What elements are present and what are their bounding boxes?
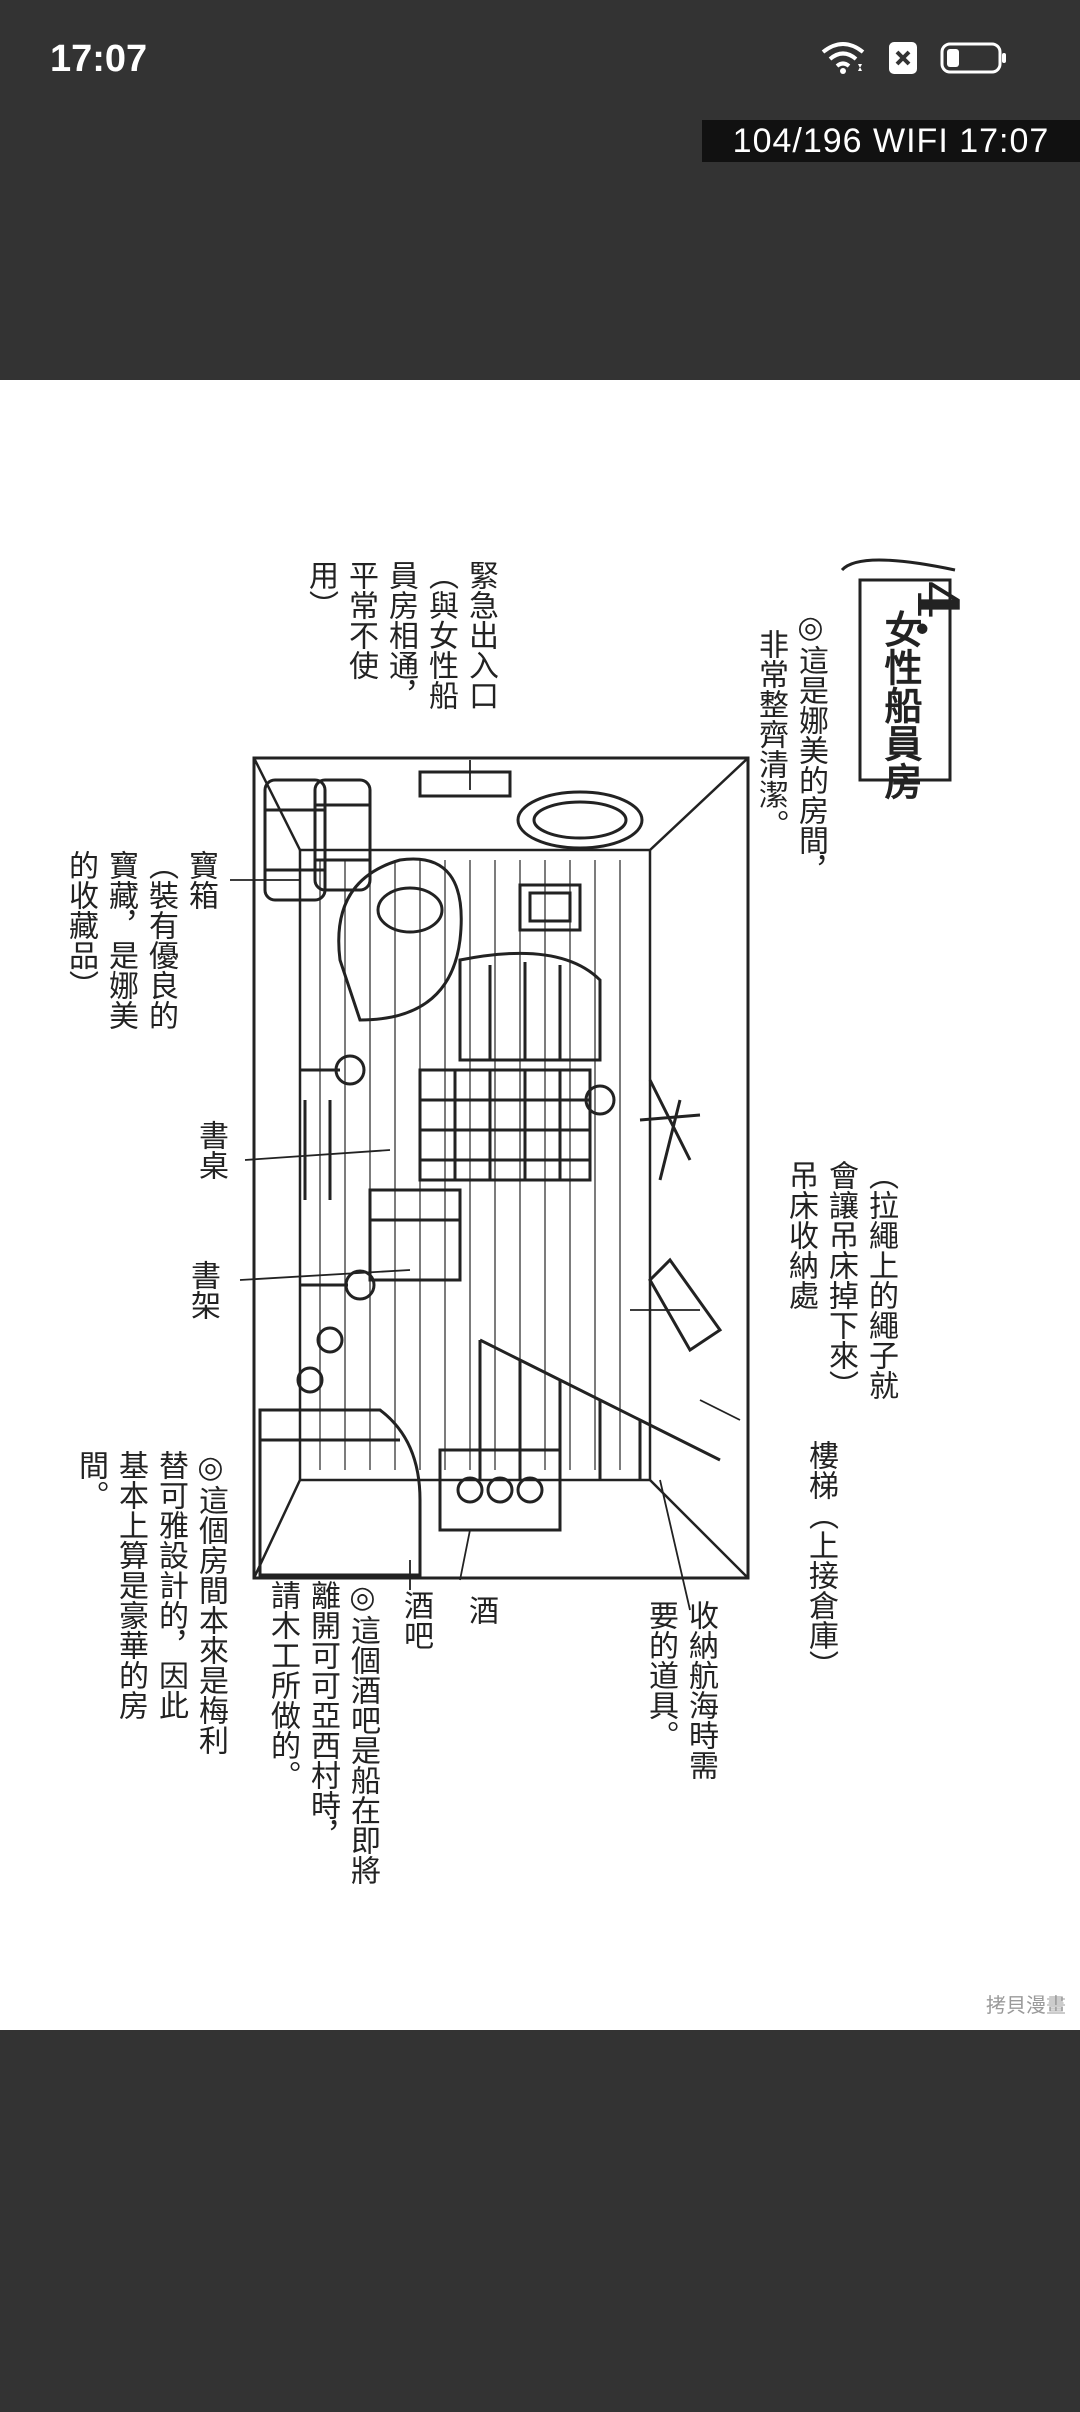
note-room: ◎這是娜美的房間， 非常整齊清潔。	[750, 610, 830, 970]
label-storage: 收納航海時需 要的道具。	[640, 1600, 720, 1860]
reader-info-bar: 104/196 WIFI 17:07	[702, 120, 1080, 162]
watermark: 拷貝漫畫	[986, 1989, 1066, 2018]
status-icons	[820, 40, 1008, 80]
label-desk: 書桌	[190, 1120, 230, 1180]
label-emergency-exit: 緊急出入口 （與女性船 員房相通， 平常不使 用）	[300, 560, 500, 810]
label-wine: 酒	[460, 1595, 500, 1625]
label-bar: 酒吧	[395, 1590, 435, 1650]
label-treasure-box: 寶箱 （裝有優良的 寶藏，是娜美 的收藏品）	[60, 850, 220, 1130]
label-stairs: 樓梯（上接倉庫）	[800, 1440, 840, 1740]
comic-page[interactable]: 4. 女性船員房 ◎這是娜美的房間， 非常整齊清潔。 緊急出入口 （與女性船 員…	[0, 380, 1080, 2030]
battery-icon	[940, 40, 1008, 80]
status-time: 17:07	[50, 38, 147, 81]
label-bookshelf: 書架	[182, 1260, 222, 1320]
status-bar: 17:07	[0, 0, 1080, 124]
note-design: ◎這個房間本來是梅利 替可雅設計的，因此 基本上算是豪華的房 間。	[70, 1450, 230, 1870]
close-box-icon	[888, 41, 918, 79]
room-title: 女性船員房	[880, 610, 920, 800]
wifi-icon	[820, 40, 866, 80]
label-hammock: （拉繩上的繩子就 會讓吊床掉下來） 吊床收納處	[780, 1160, 900, 1540]
note-bar: ◎這個酒吧是船在即將 離開可可亞西村時， 請木工所做的。	[262, 1580, 382, 2000]
